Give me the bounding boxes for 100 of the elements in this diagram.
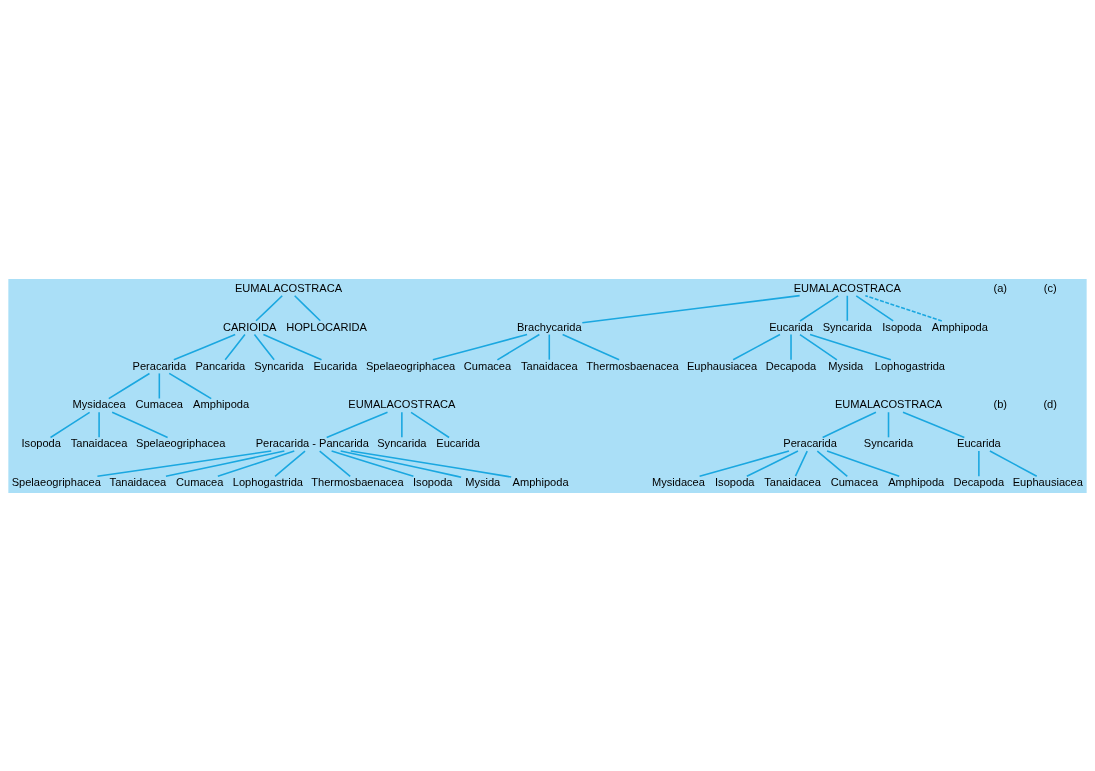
node-text: Mysida bbox=[828, 359, 864, 372]
connector bbox=[989, 449, 1038, 477]
node-text: Eucarida bbox=[436, 436, 480, 449]
node-text: Eucarida bbox=[957, 436, 1001, 449]
node-text: Tanaidacea bbox=[520, 359, 578, 372]
node-text: Mysidacea bbox=[652, 475, 705, 488]
node-text: EUMALACOSTRACA bbox=[834, 397, 943, 410]
node-text: Eucarida bbox=[769, 320, 813, 333]
connector bbox=[217, 449, 296, 477]
node-text: Mysidacea bbox=[72, 397, 126, 410]
node-text: Spelaeogriphacea bbox=[136, 436, 226, 449]
node-text: Amphipoda bbox=[931, 320, 988, 333]
node-text: Tanaidacea bbox=[109, 475, 167, 488]
connector bbox=[746, 449, 799, 477]
connector bbox=[548, 333, 551, 360]
connector bbox=[158, 372, 161, 399]
connector bbox=[581, 294, 801, 324]
connector bbox=[432, 333, 528, 361]
connector bbox=[978, 449, 980, 477]
connector bbox=[253, 333, 275, 360]
connector bbox=[107, 372, 151, 399]
connector bbox=[173, 333, 236, 361]
connector bbox=[816, 449, 849, 477]
node-text: HOPLOCARIDA bbox=[286, 320, 367, 333]
connector bbox=[799, 333, 838, 361]
node-text: Thermosbaenacea bbox=[586, 359, 679, 372]
connector bbox=[410, 411, 450, 438]
node-text: Cumacea bbox=[176, 475, 224, 488]
connector bbox=[799, 294, 839, 322]
node-text: Spelaeogriphacea bbox=[365, 359, 456, 372]
connector bbox=[111, 410, 169, 438]
node-text: Isopoda bbox=[413, 475, 453, 488]
connector bbox=[821, 410, 877, 438]
node-text: Eucarida bbox=[313, 359, 358, 372]
node-text: EUMALACOSTRACA bbox=[348, 397, 456, 410]
node-text: Brachycarida bbox=[516, 320, 582, 333]
label: (b) bbox=[993, 397, 1008, 410]
node-text: CARIOIDA bbox=[222, 320, 277, 333]
connector bbox=[325, 410, 389, 438]
connector bbox=[496, 333, 541, 361]
node-text: Syncarida bbox=[863, 436, 914, 449]
node-text: Isopoda bbox=[21, 436, 61, 449]
node-text: Isopoda bbox=[882, 320, 922, 333]
node-text: Syncarida bbox=[254, 359, 304, 372]
node-text: Isopoda bbox=[715, 475, 755, 488]
node-text: Syncarida bbox=[822, 320, 872, 333]
node-text: Cumacea bbox=[463, 359, 512, 372]
node-text: Peracarida bbox=[132, 359, 187, 372]
node-text: Euphausiacea bbox=[1012, 475, 1083, 488]
connector bbox=[293, 294, 322, 322]
node-text: Tanaidacea bbox=[764, 475, 821, 488]
connector bbox=[318, 449, 351, 477]
connector bbox=[826, 449, 900, 477]
connector bbox=[401, 410, 403, 438]
connector bbox=[350, 449, 512, 478]
node-text: Tanaidacea bbox=[70, 436, 128, 449]
node-text: EUMALACOSTRACA bbox=[234, 281, 343, 294]
node-text: Lophogastrida bbox=[874, 359, 946, 372]
connector bbox=[698, 449, 790, 477]
node-text: Decapoda bbox=[765, 359, 817, 372]
node-text: Amphipoda bbox=[512, 475, 569, 488]
connector bbox=[846, 294, 849, 322]
node-text: Lophogastrida bbox=[232, 475, 304, 488]
node-text: Cumacea bbox=[135, 397, 184, 410]
connector bbox=[561, 333, 620, 361]
label: (d) bbox=[1043, 397, 1057, 410]
connector bbox=[732, 333, 781, 361]
connector bbox=[330, 449, 415, 477]
node-text: Mysida bbox=[465, 475, 501, 488]
connector bbox=[887, 410, 890, 438]
connector bbox=[902, 410, 966, 438]
connector bbox=[339, 449, 462, 478]
node-text: Peracarida - Pancarida bbox=[255, 436, 369, 449]
connector bbox=[98, 410, 100, 438]
node-text: Decapoda bbox=[953, 475, 1005, 488]
node-text: Spelaeogriphacea bbox=[11, 475, 101, 488]
node-text: Amphipoda bbox=[888, 475, 945, 488]
label: (c) bbox=[1043, 281, 1057, 294]
node-text: Euphausiacea bbox=[686, 359, 758, 372]
node-text: Amphipoda bbox=[193, 397, 250, 410]
node-text: Peracarida bbox=[783, 436, 837, 449]
connector bbox=[794, 449, 808, 477]
connector bbox=[49, 411, 91, 438]
connector bbox=[168, 372, 212, 399]
connector bbox=[96, 449, 273, 477]
node-text: Cumacea bbox=[830, 475, 879, 488]
node-text: EUMALACOSTRACA bbox=[793, 281, 901, 294]
node-text: Pancarida bbox=[195, 359, 246, 372]
connector bbox=[809, 333, 892, 361]
connector bbox=[855, 294, 894, 322]
connector bbox=[255, 294, 284, 322]
connector bbox=[790, 333, 792, 360]
connector bbox=[864, 294, 943, 322]
node-text: Syncarida bbox=[377, 436, 427, 449]
connector bbox=[274, 449, 306, 477]
connector bbox=[165, 449, 286, 477]
connector bbox=[224, 333, 246, 360]
connector bbox=[262, 333, 323, 361]
label: (a) bbox=[993, 281, 1008, 294]
node-text: Thermosbaenacea bbox=[311, 475, 404, 488]
